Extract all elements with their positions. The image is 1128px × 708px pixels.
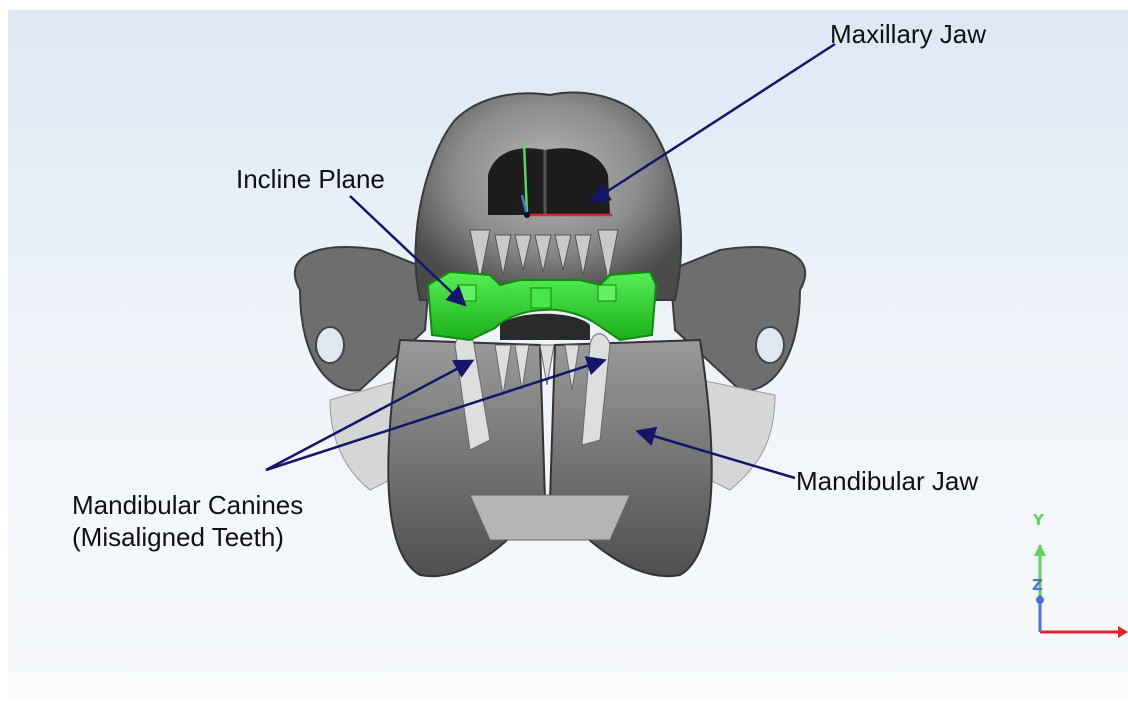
label-mandibular-jaw: Mandibular Jaw — [796, 465, 978, 497]
label-mandibular-canines: Mandibular Canines (Misaligned Teeth) — [72, 489, 303, 553]
nasal-cavity — [488, 148, 610, 215]
axis-z-label: Z — [1032, 576, 1043, 594]
orientation-axes-widget — [1034, 544, 1128, 638]
axis-y-label: Y — [1033, 511, 1044, 529]
label-maxillary-jaw: Maxillary Jaw — [830, 18, 986, 50]
label-canines-line2: (Misaligned Teeth) — [72, 521, 303, 553]
label-incline-plane: Incline Plane — [236, 163, 385, 195]
label-canines-line1: Mandibular Canines — [72, 489, 303, 521]
incline-plane-appliance[interactable] — [428, 272, 656, 340]
